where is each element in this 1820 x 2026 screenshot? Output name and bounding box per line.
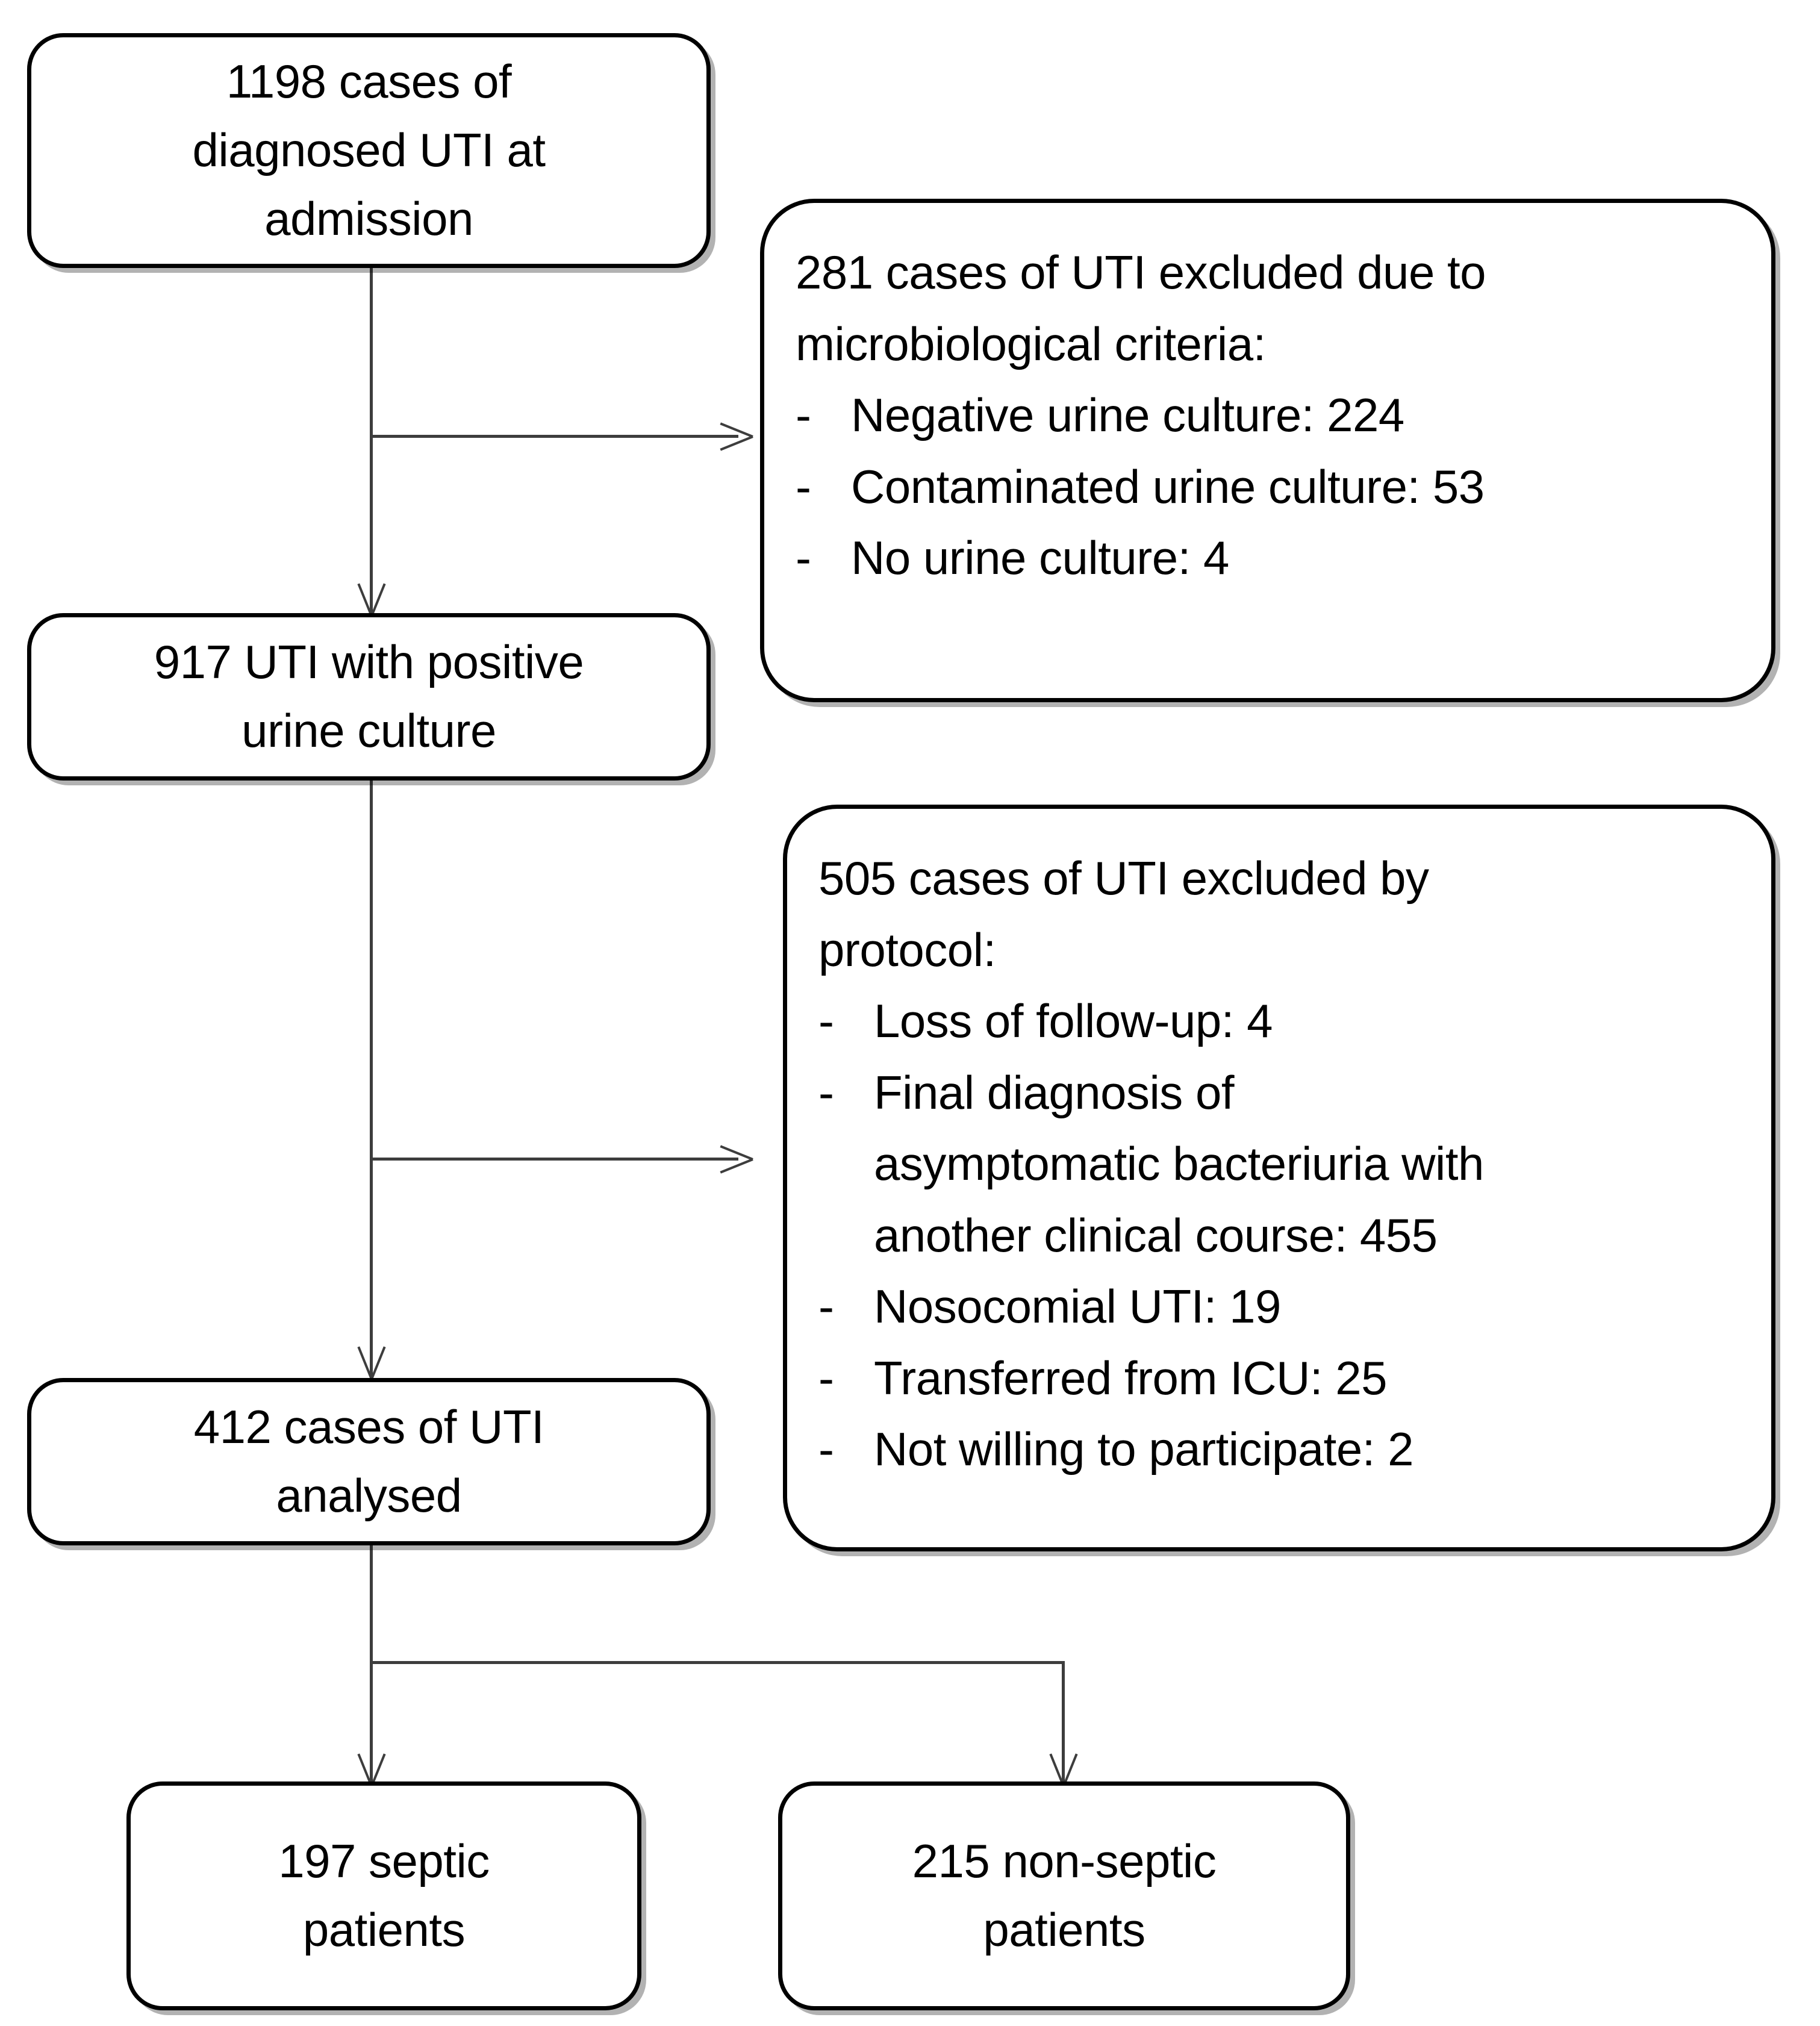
- list-item: - Negative urine culture: 224: [796, 379, 1747, 451]
- bullet-dash: -: [818, 994, 834, 1048]
- node-analysed-label: 412 cases of UTI analysed: [193, 1400, 544, 1522]
- list-item: - Contaminated urine culture: 53: [796, 451, 1747, 523]
- list-item: - Loss of follow-up: 4: [818, 985, 1747, 1057]
- node-septic-patients[interactable]: 197 septic patients: [126, 1781, 641, 2010]
- node-non-septic-patients-label: 215 non-septic patients: [912, 1834, 1217, 1956]
- node-septic-patients-label: 197 septic patients: [278, 1834, 490, 1956]
- bullet-dash: -: [796, 531, 811, 585]
- arrowhead-into-microbiological-exclusion: [718, 420, 752, 454]
- arrowhead-into-positive-culture: [355, 581, 388, 615]
- connector-analysed-split-bar: [370, 1661, 1064, 1664]
- bullet-dash: -: [796, 388, 811, 442]
- list-item-label: Final diagnosis of asymptomatic bacteriu…: [874, 1065, 1484, 1262]
- bullet-dash: -: [818, 1065, 834, 1119]
- node-non-septic-patients[interactable]: 215 non-septic patients: [778, 1781, 1350, 2010]
- node-positive-culture-label: 917 UTI with positive urine culture: [154, 635, 584, 757]
- bullet-dash: -: [818, 1351, 834, 1404]
- exclusion-microbiological-list: - Negative urine culture: 224 - Contamin…: [796, 379, 1747, 594]
- list-item-label: No urine culture: 4: [851, 531, 1229, 585]
- list-item-label: Negative urine culture: 224: [851, 388, 1404, 442]
- connector-split-to-non-septic: [1062, 1661, 1065, 1788]
- list-item-label: Transferred from ICU: 25: [874, 1351, 1388, 1404]
- connector-analysed-split-stem: [370, 1542, 373, 1662]
- list-item: - Transferred from ICU: 25: [818, 1342, 1747, 1414]
- list-item-label: Nosocomial UTI: 19: [874, 1280, 1281, 1333]
- exclusion-microbiological-heading: 281 cases of UTI excluded due to microbi…: [796, 246, 1486, 370]
- arrowhead-into-non-septic: [1047, 1751, 1080, 1785]
- bullet-dash: -: [818, 1423, 834, 1476]
- exclusion-protocol-heading: 505 cases of UTI excluded by protocol:: [818, 852, 1429, 976]
- list-item: - Not willing to participate: 2: [818, 1414, 1747, 1485]
- exclusion-protocol-list: - Loss of follow-up: 4 - Final diagnosis…: [818, 985, 1747, 1485]
- connector-admission-to-positive: [370, 265, 373, 614]
- connector-branch-to-protocol-exclusion: [370, 1158, 738, 1161]
- bullet-dash: -: [796, 460, 811, 513]
- node-admission[interactable]: 1198 cases of diagnosed UTI at admission: [27, 33, 711, 268]
- node-positive-culture[interactable]: 917 UTI with positive urine culture: [27, 613, 711, 781]
- list-item: - Final diagnosis of asymptomatic bacter…: [818, 1057, 1747, 1271]
- node-admission-label: 1198 cases of diagnosed UTI at admission: [192, 55, 546, 245]
- list-item: - Nosocomial UTI: 19: [818, 1271, 1747, 1342]
- arrowhead-into-analysed: [355, 1344, 388, 1378]
- arrowhead-into-septic: [355, 1751, 388, 1785]
- node-exclusion-protocol[interactable]: 505 cases of UTI excluded by protocol: -…: [783, 805, 1775, 1551]
- connector-positive-to-analysed: [370, 777, 373, 1379]
- list-item-label: Not willing to participate: 2: [874, 1423, 1413, 1476]
- bullet-dash: -: [818, 1280, 834, 1333]
- connector-branch-to-microbiological-exclusion: [370, 435, 738, 438]
- arrowhead-into-protocol-exclusion: [718, 1142, 752, 1176]
- list-item-label: Contaminated urine culture: 53: [851, 460, 1485, 513]
- list-item-label: Loss of follow-up: 4: [874, 994, 1273, 1048]
- node-analysed[interactable]: 412 cases of UTI analysed: [27, 1378, 711, 1545]
- list-item: - No urine culture: 4: [796, 522, 1747, 594]
- node-exclusion-microbiological[interactable]: 281 cases of UTI excluded due to microbi…: [760, 199, 1775, 702]
- connector-split-to-septic: [370, 1661, 373, 1788]
